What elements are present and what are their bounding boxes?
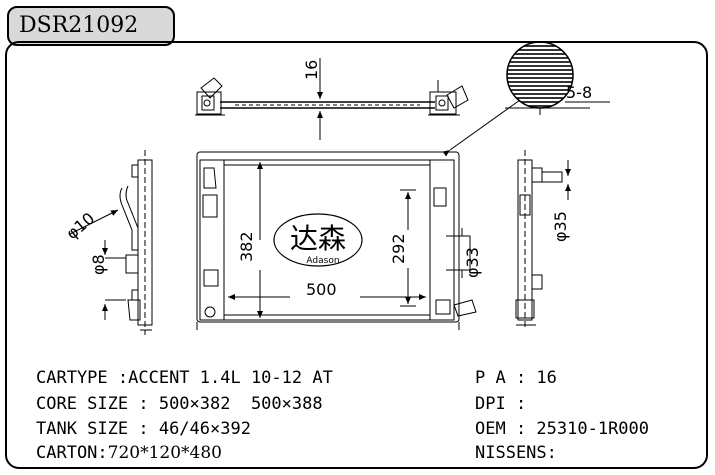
spec-oem: OEM : 25310-1R000 (475, 419, 649, 439)
tank-size-value: 46/46×392 (158, 419, 251, 439)
fin-detail-circle (442, 41, 610, 157)
logo-chinese-text: 达森 (290, 222, 346, 255)
spec-dpi: DPI : (475, 394, 536, 414)
product-code: DSR21092 (19, 13, 139, 38)
spec-cartype: CARTYPE :ACCENT 1.4L 10-12 AT (36, 368, 333, 388)
spec-tank-size: TANK SIZE : 46/46×392 (36, 419, 251, 439)
dpi-label: DPI : (475, 394, 537, 414)
core-size-value: 500×382 500×388 (158, 394, 323, 414)
top-view (195, 58, 469, 140)
spec-carton: CARTON:720*120*480 (36, 443, 222, 463)
drawing-frame (5, 41, 708, 469)
spec-pa: P A : 16 (475, 368, 557, 388)
carton-label: CARTON: (36, 443, 108, 463)
dim-left-pipe: φ10 (62, 209, 98, 243)
core-size-label: CORE SIZE : (36, 394, 159, 414)
adason-logo (273, 213, 363, 267)
dim-right-pipe-side: φ35 (551, 211, 570, 242)
cartype-label: CARTYPE : (36, 368, 129, 388)
dim-core-height: 382 (237, 231, 256, 262)
dim-fin-pitch: 5-8 (566, 83, 592, 102)
front-view (196, 151, 477, 330)
spec-core-size: CORE SIZE : 500×382 500×388 (36, 394, 323, 414)
dim-core-width: 500 (306, 280, 337, 299)
oem-value: 25310-1R000 (536, 419, 650, 439)
tank-size-label: TANK SIZE : (36, 419, 159, 439)
dim-top-thickness: 16 (302, 60, 321, 80)
dim-right-pipe-front: φ33 (463, 247, 482, 278)
dim-inner-height: 292 (389, 233, 408, 264)
logo-latin-text: Adason (306, 256, 339, 266)
nissens-label: NISSENS: (475, 443, 557, 463)
dim-left-small-pipe: φ8 (89, 254, 108, 275)
pa-label: P A : (475, 368, 537, 388)
right-side-view (515, 150, 571, 330)
carton-value: 720*120*480 (107, 443, 222, 463)
product-code-tab: DSR21092 (7, 6, 175, 46)
left-side-view (69, 150, 153, 335)
cartype-value: ACCENT 1.4L 10-12 AT (128, 368, 333, 388)
pa-value: 16 (536, 368, 557, 388)
oem-label: OEM : (475, 419, 537, 439)
spec-nissens: NISSENS: (475, 443, 557, 463)
